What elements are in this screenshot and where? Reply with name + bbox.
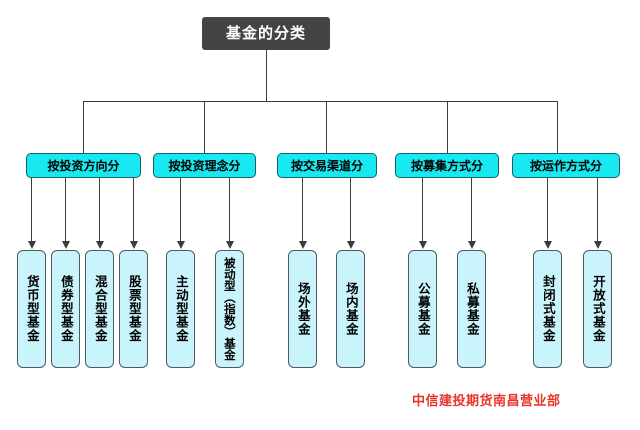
connector-drop-category-5 — [557, 101, 558, 153]
category-node-fundraising-method: 按募集方式分 — [395, 153, 499, 178]
connector-arrow-c3-child1 — [298, 178, 307, 249]
leaf-node-private-offering-fund: 私募基金 — [457, 250, 486, 368]
category-node-investment-direction: 按投资方向分 — [26, 153, 141, 178]
leaf-label: 私募基金 — [464, 282, 480, 336]
category-label: 按交易渠道分 — [290, 158, 363, 173]
connector-arrow-c1-child1 — [27, 178, 36, 249]
footer-credit-text: 中信建投期货南昌营业部 — [412, 394, 561, 409]
connector-arrow-c3-child2 — [346, 178, 355, 249]
category-node-trading-channel: 按交易渠道分 — [277, 153, 377, 178]
leaf-label: 股票型基金 — [126, 275, 142, 343]
leaf-label: 混合型基金 — [92, 275, 108, 343]
connector-arrow-c1-child4 — [129, 178, 138, 249]
connector-arrow-c5-child1 — [543, 178, 552, 249]
leaf-node-hybrid-fund: 混合型基金 — [85, 250, 114, 368]
category-label: 按投资理念分 — [168, 158, 241, 173]
connector-arrow-c2-child1 — [176, 178, 185, 249]
category-label: 按投资方向分 — [47, 158, 120, 173]
root-node-fund-classification: 基金的分类 — [202, 17, 330, 50]
connector-arrow-c1-child3 — [95, 178, 104, 249]
root-node-label: 基金的分类 — [225, 24, 306, 42]
leaf-node-passive-index-fund: 被动型（指数）基金 — [215, 250, 244, 368]
leaf-node-otc-fund: 场外基金 — [288, 250, 317, 368]
connector-arrow-c5-child2 — [593, 178, 602, 249]
leaf-node-money-market-fund: 货币型基金 — [17, 250, 46, 368]
leaf-label: 场外基金 — [295, 282, 311, 336]
connector-drop-category-4 — [447, 101, 448, 153]
connector-arrow-c2-child2 — [225, 178, 234, 249]
leaf-node-closed-end-fund: 封闭式基金 — [533, 250, 562, 368]
connector-drop-category-2 — [204, 101, 205, 153]
leaf-node-open-end-fund: 开放式基金 — [583, 250, 612, 368]
leaf-label: 场内基金 — [343, 282, 359, 336]
leaf-node-exchange-traded-fund: 场内基金 — [336, 250, 365, 368]
leaf-node-bond-fund: 债券型基金 — [51, 250, 80, 368]
leaf-label: 公募基金 — [415, 282, 431, 336]
connector-drop-category-1 — [83, 101, 84, 153]
category-node-operation-method: 按运作方式分 — [512, 153, 620, 178]
category-label: 按运作方式分 — [529, 158, 602, 173]
leaf-label: 债券型基金 — [58, 275, 74, 343]
leaf-node-public-offering-fund: 公募基金 — [408, 250, 437, 368]
connector-arrow-c1-child2 — [61, 178, 70, 249]
connector-root-stem — [266, 50, 267, 101]
category-node-investment-philosophy: 按投资理念分 — [153, 153, 256, 178]
leaf-label: 货币型基金 — [24, 275, 40, 343]
leaf-label: 封闭式基金 — [540, 275, 556, 343]
category-label: 按募集方式分 — [410, 158, 483, 173]
connector-drop-category-3 — [326, 101, 327, 153]
leaf-node-equity-fund: 股票型基金 — [119, 250, 148, 368]
leaf-node-active-fund: 主动型基金 — [166, 250, 195, 368]
leaf-label: 被动型（指数）基金 — [222, 257, 237, 361]
connector-arrow-c4-child2 — [467, 178, 476, 249]
connector-arrow-c4-child1 — [418, 178, 427, 249]
connector-horizontal-bus — [83, 101, 558, 102]
leaf-label: 主动型基金 — [173, 275, 189, 343]
leaf-label: 开放式基金 — [590, 275, 606, 343]
